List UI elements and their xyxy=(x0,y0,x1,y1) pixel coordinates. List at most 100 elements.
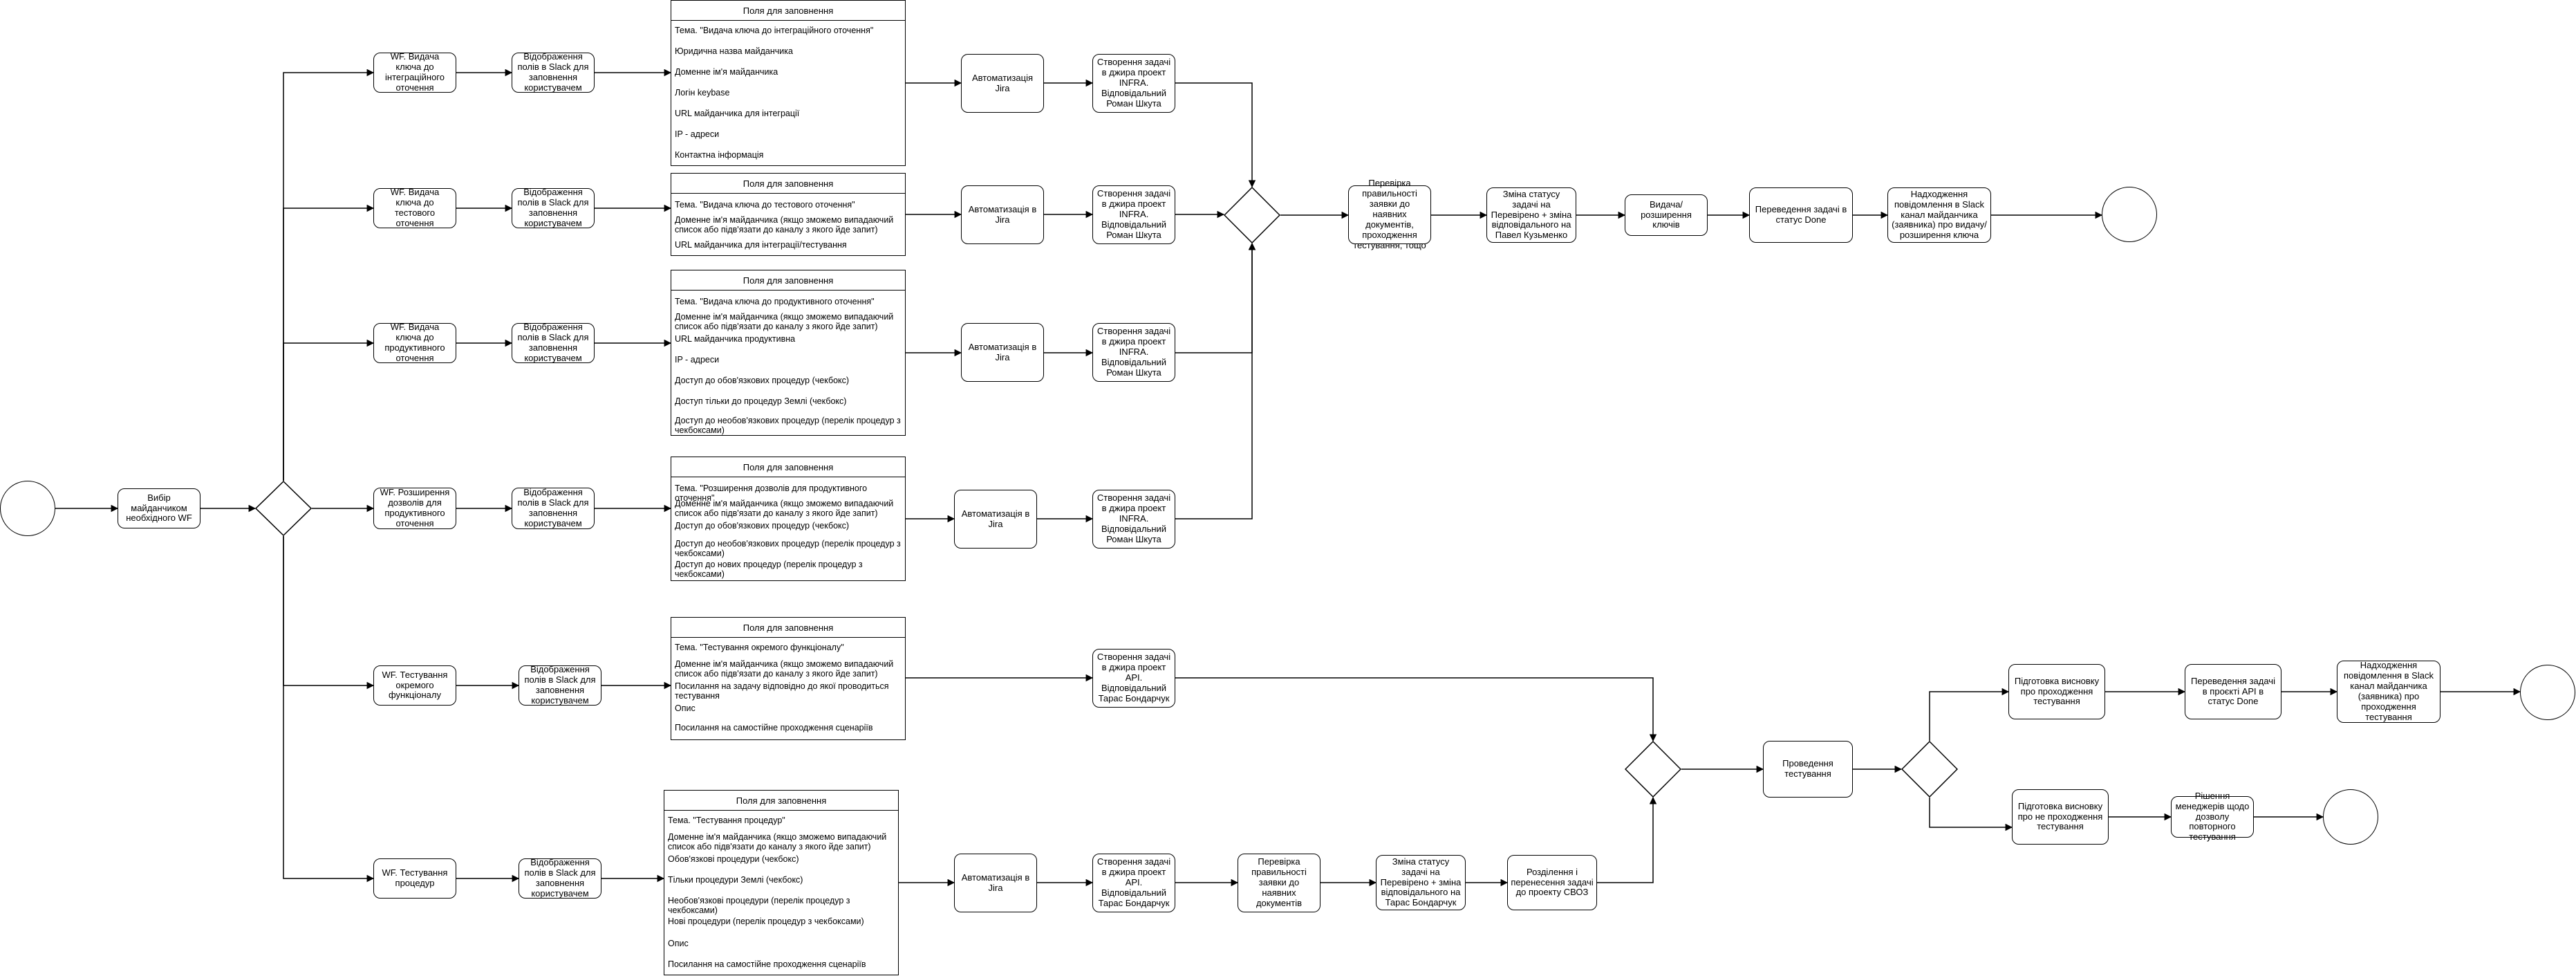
form-field: Необов'язкові процедури (перелік процеду… xyxy=(668,896,850,915)
split-svdz-label: Розділення і перенесення задачі до проек… xyxy=(1511,866,1594,898)
manager-decision-label: Рішення менеджерів щодо дозволу повторно… xyxy=(2175,790,2250,843)
connector-arrow xyxy=(1175,242,1256,519)
jira-automation-node-3: Автоматизація в Jira xyxy=(961,323,1044,382)
jira-automation-label: Автоматизація в Jira xyxy=(968,341,1037,362)
form-field: Доступ до обов'язкових процедур (чекбокс… xyxy=(675,376,850,385)
create-api-node-6: Створення задачі в джира проект API. Від… xyxy=(1092,854,1175,912)
form-field: Контактна інформація xyxy=(675,150,764,160)
conclusion-fail-node: Підготовка висновку про не проходження т… xyxy=(2012,789,2109,845)
form-field: IP - адреси xyxy=(675,355,720,365)
wf-prod-node: WF. Видача ключа до продуктивного оточен… xyxy=(373,322,456,363)
issue-key-label: Видача/розширення ключів xyxy=(1641,199,1692,230)
form-field: Обов'язкові процедури (чекбокс) xyxy=(668,854,799,864)
connector-arrow xyxy=(283,68,375,481)
connector-arrow xyxy=(283,339,375,481)
form-title: Поля для заповнення xyxy=(671,174,905,194)
slack-fields-node-5: Відображення полів в Slack для заповненн… xyxy=(519,664,601,706)
form-field: Доступ до необов'язкових процедур (перел… xyxy=(675,539,901,558)
connector-arrow xyxy=(283,204,375,481)
end-testing-pass-node xyxy=(2520,665,2575,720)
api-done-node: Переведення задачі в проєкті API в стату… xyxy=(2185,664,2281,719)
slack-fields-node-6: Відображення полів в Slack для заповненн… xyxy=(519,857,601,899)
form-field: Доменне ім'я майданчика xyxy=(675,67,778,77)
slack-fields-label: Відображення полів в Slack для заповненн… xyxy=(517,51,589,93)
keys-merge-diamond xyxy=(1224,187,1280,243)
create-infra-node-4: Створення задачі в джира проект INFRA. В… xyxy=(1092,490,1175,549)
slack-fields-label: Відображення полів в Slack для заповненн… xyxy=(517,322,589,363)
wf-proc-test-node: WF. Тестування процедур xyxy=(373,858,456,899)
status-check-taras-node: Зміна статусу задачі на Перевірено + змі… xyxy=(1376,855,1466,910)
create-api-label: Створення задачі в джира проект API. Від… xyxy=(1096,856,1171,908)
form-field: Доступ тільки до процедур Землі (чекбокс… xyxy=(675,396,847,406)
form-title: Поля для заповнення xyxy=(671,457,905,477)
jira-automation-label: Автоматизація в Jira xyxy=(961,508,1030,529)
jira-automation-label: Автоматизація в Jira xyxy=(968,203,1037,225)
form-field: Тема. "Видача ключа до тестового оточенн… xyxy=(675,200,855,210)
to-done-node: Переведення задачі в статус Done xyxy=(1749,187,1853,243)
form-field: Тема. "Розширення дозволів для продуктив… xyxy=(675,484,868,503)
notify-key-label: Надходження повідомлення в Slack канал м… xyxy=(1892,188,1987,241)
conduct-testing-node: Проведення тестування xyxy=(1763,741,1853,798)
slack-fields-label: Відображення полів в Slack для заповненн… xyxy=(524,664,596,706)
to-done-label: Переведення задачі в статус Done xyxy=(1755,204,1847,225)
choose-wf-label: Вибір майданчиком необхідного WF xyxy=(126,492,192,524)
form-field: Тема. "Тестування окремого функціоналу" xyxy=(675,643,844,652)
wf-test-node: WF. Видача ключа до тестового оточення xyxy=(373,187,456,228)
notify-testing-label: Надходження повідомлення в Slack канал м… xyxy=(2344,660,2434,722)
form-field: Опис xyxy=(675,703,696,713)
form-field: Тільки процедури Землі (чекбокс) xyxy=(668,875,803,885)
jira-automation-label: Автоматизація в Jira xyxy=(961,872,1030,893)
conduct-testing-label: Проведення тестування xyxy=(1782,758,1833,779)
form-field: Посилання на задачу відповідно до якої п… xyxy=(675,681,889,701)
form-field: URL майданчика для інтеграції/тестування xyxy=(675,240,847,250)
conclusion-pass-node: Підготовка висновку про проходження тест… xyxy=(2008,664,2105,719)
form-field: Опис xyxy=(668,939,689,948)
slack-fields-node-4: Відображення полів в Slack для заповненн… xyxy=(512,487,595,529)
form-field: Доменне ім'я майданчика (якщо зможемо ви… xyxy=(675,215,894,234)
check-docs-testing-node: Перевірка правильності заявки до наявних… xyxy=(1348,178,1431,250)
create-api-label: Створення задачі в джира проект API. Від… xyxy=(1096,652,1171,703)
connector-arrow xyxy=(1175,677,1657,742)
create-infra-node-1: Створення задачі в джира проект INFRA. В… xyxy=(1092,54,1175,113)
end-testing-fail-node xyxy=(2323,789,2378,845)
form-field: Доменне ім'я майданчика (якщо зможемо ви… xyxy=(675,499,894,518)
form-field: Посилання на самостійне проходження сцен… xyxy=(675,723,873,733)
jira-automation-label: Автоматизація Jira xyxy=(972,72,1033,93)
form-field: Доступ до нових процедур (перелік процед… xyxy=(675,560,863,579)
wf-expand-node: WF. Розширення дозволів для продуктивног… xyxy=(373,487,456,529)
check-docs-label: Перевірка правильності заявки до наявних… xyxy=(1251,856,1307,908)
form-field: Тема. "Видача ключа до продуктивного ото… xyxy=(675,297,875,306)
create-infra-label: Створення задачі в джира проект INFRA. В… xyxy=(1096,188,1171,240)
slack-fields-label: Відображення полів в Slack для заповненн… xyxy=(517,187,589,228)
slack-fields-label: Відображення полів в Slack для заповненн… xyxy=(517,487,589,528)
form-field: Нові процедури (перелік процедур з чекбо… xyxy=(668,917,864,926)
create-infra-node-2: Створення задачі в джира проект INFRA. В… xyxy=(1092,185,1175,244)
slack-fields-node-2: Відображення полів в Slack для заповненн… xyxy=(512,187,595,228)
conclusion-pass-label: Підготовка висновку про проходження тест… xyxy=(2014,675,2100,707)
connector-arrow xyxy=(283,536,375,690)
jira-automation-node-1: Автоматизація Jira xyxy=(961,54,1044,113)
check-docs-node: Перевірка правильності заявки до наявних… xyxy=(1238,854,1320,912)
create-infra-label: Створення задачі в джира проект INFRA. В… xyxy=(1096,57,1171,109)
form-field: Доступ до обов'язкових процедур (чекбокс… xyxy=(675,521,850,531)
check-docs-testing-label: Перевірка правильності заявки до наявних… xyxy=(1353,178,1426,250)
start-node xyxy=(0,481,55,536)
connector-arrow xyxy=(1929,688,2010,741)
form-field: Юридична назва майданчика xyxy=(675,46,793,56)
jira-automation-node-2: Автоматизація в Jira xyxy=(961,185,1044,244)
jira-automation-node-6: Автоматизація в Jira xyxy=(954,854,1037,912)
form-field: Доступ до необов'язкових процедур (перел… xyxy=(675,416,901,435)
create-api-node-5: Створення задачі в джира проект API. Від… xyxy=(1092,649,1175,708)
form-field: Доменне ім'я майданчика (якщо зможемо ви… xyxy=(668,832,887,851)
notify-key-node: Надходження повідомлення в Slack канал м… xyxy=(1887,187,1991,243)
form-title: Поля для заповнення xyxy=(671,618,905,638)
wf-func-test-label: WF. Тестування окремого функціоналу xyxy=(382,669,448,701)
create-infra-label: Створення задачі в джира проект INFRA. В… xyxy=(1096,326,1171,378)
